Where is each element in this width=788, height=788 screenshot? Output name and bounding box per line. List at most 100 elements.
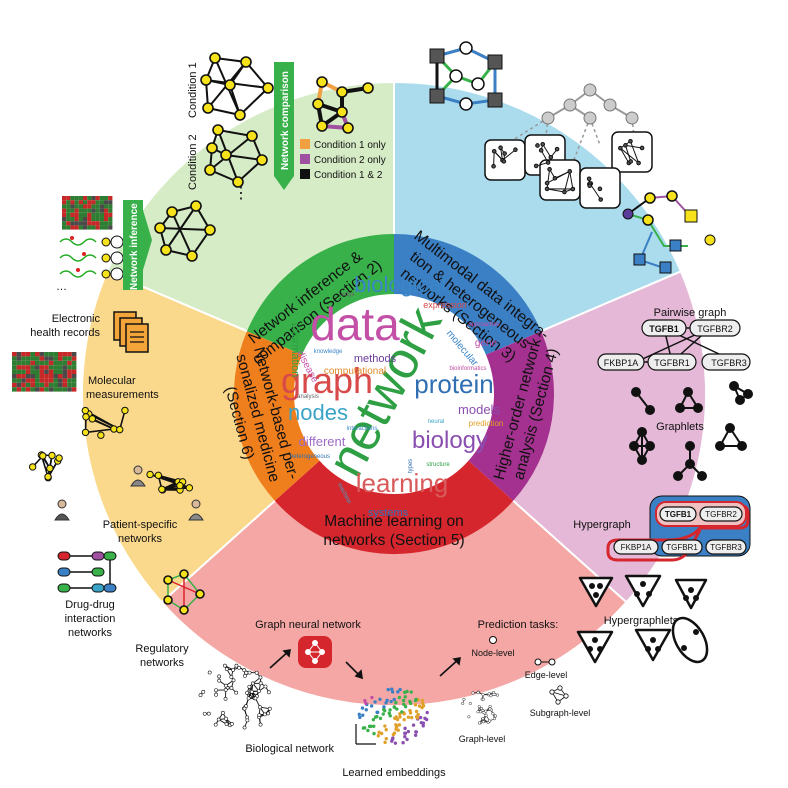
embedding-point bbox=[361, 726, 366, 730]
patient-node bbox=[82, 413, 90, 421]
heatmap-cell bbox=[58, 378, 63, 383]
embedding-point bbox=[398, 687, 402, 692]
heatmap-cell bbox=[74, 196, 79, 201]
bio-node bbox=[229, 722, 234, 726]
word-structure: structure bbox=[426, 462, 450, 468]
heatmap-cell bbox=[99, 225, 104, 230]
heatmap-cell bbox=[74, 221, 79, 226]
embedding-point bbox=[402, 717, 406, 722]
bio-node bbox=[253, 696, 258, 701]
mini-node bbox=[562, 189, 567, 195]
heatmap-cell bbox=[16, 352, 22, 357]
heatmap-cell bbox=[62, 356, 68, 361]
bio-node bbox=[231, 678, 236, 683]
heatmap-cell bbox=[62, 208, 67, 213]
higher-order-panel: Pairwise graph TGFB1 TGFBR2 FKBP1A TGFBR… bbox=[573, 307, 753, 664]
mini-edge bbox=[619, 147, 630, 164]
heatmap-cell bbox=[71, 356, 77, 361]
embedding-point bbox=[414, 709, 419, 714]
bio-node bbox=[214, 688, 218, 693]
graphlets bbox=[629, 381, 753, 481]
mini-node bbox=[554, 146, 560, 152]
embedding-point bbox=[400, 710, 404, 714]
patient-line-2: networks bbox=[118, 533, 163, 545]
heatmap-cell bbox=[25, 369, 31, 374]
heatmap-cell bbox=[12, 360, 17, 366]
patient-node bbox=[146, 470, 154, 479]
bio-node bbox=[216, 717, 221, 722]
bio-node bbox=[223, 663, 227, 668]
heatmap-cell bbox=[91, 212, 96, 217]
heatmap-cell bbox=[53, 378, 58, 383]
patient-line-1: Patient-specific bbox=[103, 519, 178, 531]
heatmap-cell bbox=[95, 212, 100, 217]
edge-level-label: Edge-level bbox=[525, 670, 568, 680]
heatmap-cell bbox=[39, 374, 45, 379]
heatmap-cell bbox=[83, 225, 88, 230]
embedding-point bbox=[410, 715, 414, 720]
mini-edge bbox=[542, 143, 552, 158]
heatmap-cell bbox=[62, 374, 68, 379]
heatmap-cell bbox=[83, 217, 88, 222]
heatmap-cell bbox=[71, 374, 77, 379]
heatmap-cell bbox=[35, 382, 40, 388]
embedding-point bbox=[389, 699, 393, 704]
word-neural: neural bbox=[428, 419, 445, 425]
bio-node bbox=[224, 716, 228, 721]
embedding-point bbox=[384, 728, 388, 732]
patient-node bbox=[185, 484, 194, 492]
mini-node bbox=[547, 166, 552, 172]
heatmap-cell bbox=[62, 369, 68, 374]
bio-node bbox=[237, 665, 241, 670]
ehr-line-1: Electronic bbox=[52, 313, 101, 325]
heatmap-cell bbox=[99, 217, 104, 222]
embedding-point bbox=[401, 741, 405, 745]
word-prediction: prediction bbox=[469, 419, 504, 428]
mini-node bbox=[498, 145, 503, 151]
heatmap-cell bbox=[21, 369, 26, 374]
heatmap-cell bbox=[53, 352, 58, 357]
heatmap-cell bbox=[21, 378, 26, 383]
legend-swatch-both bbox=[300, 169, 310, 179]
embedding-point bbox=[397, 723, 402, 727]
heatmap-cell bbox=[58, 360, 63, 366]
heatmap-cell bbox=[108, 217, 113, 222]
mini-node bbox=[587, 183, 592, 189]
heatmap-cell bbox=[74, 200, 79, 205]
heatmap-cell bbox=[91, 196, 96, 201]
heatmap-cell bbox=[87, 217, 92, 222]
embedding-point bbox=[403, 695, 407, 699]
bio-node bbox=[207, 670, 212, 675]
embedding-point bbox=[376, 734, 381, 738]
gnn-icon bbox=[298, 636, 332, 668]
embedding-point bbox=[367, 724, 372, 729]
embedding-point bbox=[394, 724, 399, 729]
heatmap-cell bbox=[21, 356, 26, 361]
embedding-point bbox=[403, 704, 408, 709]
heatmap-cell bbox=[91, 217, 96, 222]
heatmap-cell bbox=[78, 221, 83, 226]
mini-node bbox=[545, 160, 551, 165]
heatmap-cell bbox=[44, 387, 49, 392]
graph-level-node bbox=[481, 716, 485, 721]
heatmap-cell bbox=[95, 225, 100, 230]
embedding-point bbox=[396, 690, 400, 694]
heatmap-cell bbox=[62, 378, 68, 383]
embedding-point bbox=[370, 695, 374, 700]
heatmap-cell bbox=[78, 204, 83, 209]
network-inference-label: Network inference bbox=[129, 203, 140, 290]
more-conditions-ellipsis: ⋮ bbox=[233, 185, 249, 202]
heatmap-cell bbox=[83, 208, 88, 213]
hyper-gene-tgfb1: TGFB1 bbox=[665, 510, 692, 519]
embedding-point bbox=[394, 700, 398, 705]
heatmap-cell bbox=[95, 217, 100, 222]
network-comparison-arrow: Network comparison bbox=[274, 62, 294, 190]
heatmap-cell bbox=[104, 204, 109, 209]
bio-node bbox=[266, 711, 271, 716]
embedding-point bbox=[390, 687, 394, 691]
heatmap-cell bbox=[95, 204, 100, 209]
heatmap-cell bbox=[104, 208, 109, 213]
heatmap-cell bbox=[99, 204, 104, 209]
embedding-point bbox=[419, 720, 424, 725]
heatmap-cell bbox=[62, 387, 68, 392]
